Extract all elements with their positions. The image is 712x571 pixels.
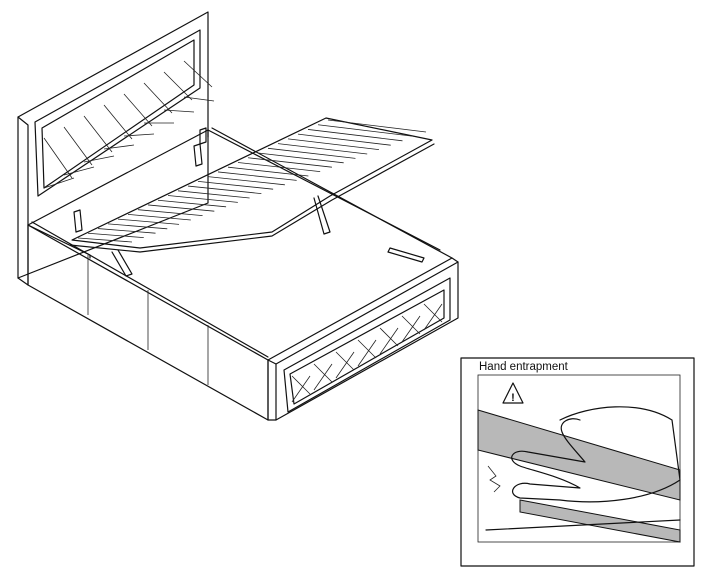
headboard	[17, 11, 215, 286]
gas-strut-icon	[73, 127, 425, 277]
bed-illustration	[17, 11, 459, 421]
warning-title: Hand entrapment	[479, 361, 568, 373]
hand-pinch-illustration	[477, 406, 681, 543]
bed-base-frame	[27, 127, 459, 421]
hand-entrapment-warning-panel: !	[460, 357, 695, 567]
headboard-tufting	[43, 60, 215, 189]
slats	[77, 119, 427, 243]
warning-exclamation: !	[511, 392, 515, 404]
slatted-base	[69, 117, 435, 253]
footboard-tufting	[291, 303, 443, 403]
warning-triangle-icon: !	[502, 382, 524, 404]
